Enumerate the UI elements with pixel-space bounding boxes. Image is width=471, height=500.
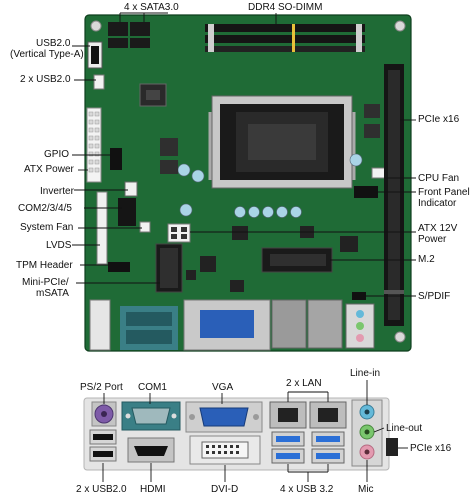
- pcie-bracket-connector: [386, 438, 398, 456]
- label-lineout: Line-out: [386, 423, 422, 434]
- label-front-panel-2: Indicator: [418, 198, 457, 209]
- board-annotations: 4 x SATA3.0 DDR4 SO-DIMM USB2.0 (Vertica…: [10, 2, 470, 302]
- label-minipcie-1: Mini-PCIe/: [22, 277, 69, 288]
- audio-jacks: [351, 399, 383, 467]
- dvid-port: [189, 435, 261, 465]
- rear-io-panel: [83, 397, 398, 471]
- label-usb-vertical-1: USB2.0: [36, 38, 71, 49]
- usb32-ports: [271, 431, 345, 464]
- label-hdmi: HDMI: [140, 484, 166, 495]
- label-ps2: PS/2 Port: [80, 382, 123, 393]
- label-dvid: DVI-D: [211, 484, 238, 495]
- board-rear-io: [89, 299, 375, 351]
- lan-ports: [269, 401, 347, 429]
- inductors: [160, 104, 380, 174]
- label-sata: 4 x SATA3.0: [124, 2, 179, 13]
- label-ddr4: DDR4 SO-DIMM: [248, 2, 322, 13]
- misc-chips: [186, 226, 358, 292]
- leader-lineout: [373, 427, 385, 433]
- mounting-hole-icon: [394, 20, 406, 32]
- usb2-header: [93, 74, 105, 90]
- motherboard: [84, 14, 412, 352]
- inverter-connector: [124, 181, 138, 197]
- front-panel-header: [354, 186, 378, 198]
- label-inverter: Inverter: [40, 186, 75, 197]
- mounting-hole-icon: [394, 331, 406, 343]
- com-headers: [118, 198, 136, 226]
- label-lvds: LVDS: [46, 240, 72, 251]
- label-usb2-bottom: 2 x USB2.0: [76, 484, 127, 495]
- label-pcie-top: PCIe x16: [418, 114, 460, 125]
- tpm-header: [108, 262, 130, 272]
- ps2-port: [91, 401, 117, 427]
- label-com1: COM1: [138, 382, 167, 393]
- cpu-socket: [208, 95, 356, 189]
- label-tpm: TPM Header: [16, 260, 73, 271]
- ddr4-slots: [205, 24, 365, 52]
- label-usb32: 4 x USB 3.2: [280, 484, 334, 495]
- label-com2345: COM2/3/4/5: [18, 203, 72, 214]
- label-system-fan: System Fan: [20, 222, 73, 233]
- vga-port: [185, 401, 263, 433]
- gpio-header: [110, 148, 122, 170]
- label-pcie-bottom: PCIe x16: [410, 443, 452, 454]
- label-usb-vertical-2: (Vertical Type-A): [10, 49, 84, 60]
- label-lan: 2 x LAN: [286, 378, 322, 389]
- label-mic: Mic: [358, 484, 374, 495]
- cpu-fan-connector: [371, 167, 387, 179]
- label-front-panel-1: Front Panel: [418, 187, 470, 198]
- capacitors: [177, 153, 363, 218]
- com1-port: [121, 401, 181, 431]
- label-atx12v-1: ATX 12V: [418, 223, 458, 234]
- label-m2: M.2: [418, 254, 435, 265]
- label-atx-power: ATX Power: [24, 164, 74, 175]
- label-atx12v-2: Power: [418, 234, 447, 245]
- label-gpio: GPIO: [44, 149, 69, 160]
- mounting-hole-icon: [90, 20, 102, 32]
- label-minipcie-2: mSATA: [36, 288, 69, 299]
- sata-connectors: [108, 22, 150, 48]
- hdmi-port: [127, 437, 175, 463]
- system-fan-connector: [139, 221, 151, 233]
- label-usb2-header: 2 x USB2.0: [20, 74, 71, 85]
- label-vga: VGA: [212, 382, 233, 393]
- label-linein: Line-in: [350, 368, 380, 379]
- label-spdif: S/PDIF: [418, 291, 450, 302]
- io-annotations: PS/2 Port COM1 VGA 2 x LAN Line-in Line-…: [76, 368, 452, 495]
- pcie-x16-slot: [384, 64, 404, 326]
- atx12v-connector: [167, 223, 191, 243]
- spdif-header: [352, 292, 366, 300]
- usb2-ports: [89, 429, 117, 462]
- pcb-outline: [84, 14, 412, 352]
- label-cpu-fan: CPU Fan: [418, 173, 459, 184]
